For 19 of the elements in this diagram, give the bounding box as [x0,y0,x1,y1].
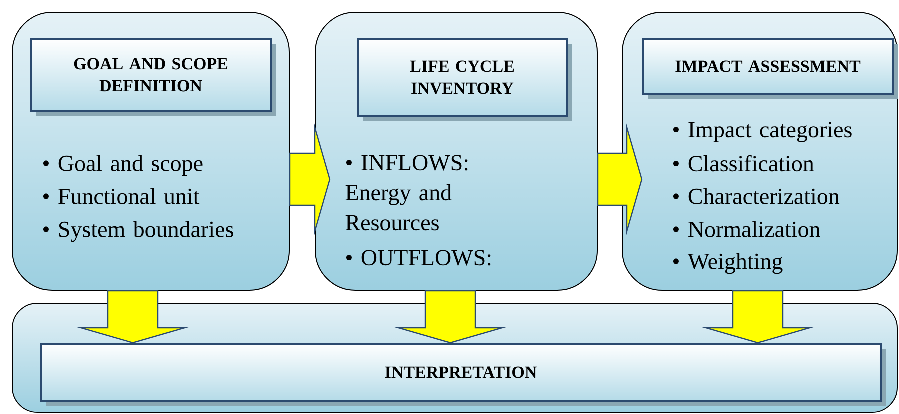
bullet-item: • Characterization [674,188,840,204]
title-box: IMPACT ASSESSMENT [642,38,898,99]
bullet-item: • Goal and scope [44,155,203,176]
bullet-item: • System boundaries [44,221,234,242]
block-arrow [597,123,643,236]
bullet-item: • OUTFLOWS: [346,250,491,266]
bullet-item: • Weighting [674,253,783,274]
block-arrow [394,290,507,344]
title-box: LIFE CYCLE INVENTORY [357,38,572,121]
block-arrow [702,290,814,344]
bullet-item: • INFLOWS: Energy and Resources [346,155,468,231]
bullet-item: • Functional unit [44,188,200,204]
bullet-item: • Classification [674,155,814,172]
bullet-item: • Impact categories [674,122,852,142]
block-arrow [289,123,331,236]
title-box: INTERPRETATION [40,343,886,406]
bullet-item: • Normalization [674,221,820,238]
block-arrow [76,290,190,344]
title-box: GOAL AND SCOPE DEFINITION [30,38,276,116]
